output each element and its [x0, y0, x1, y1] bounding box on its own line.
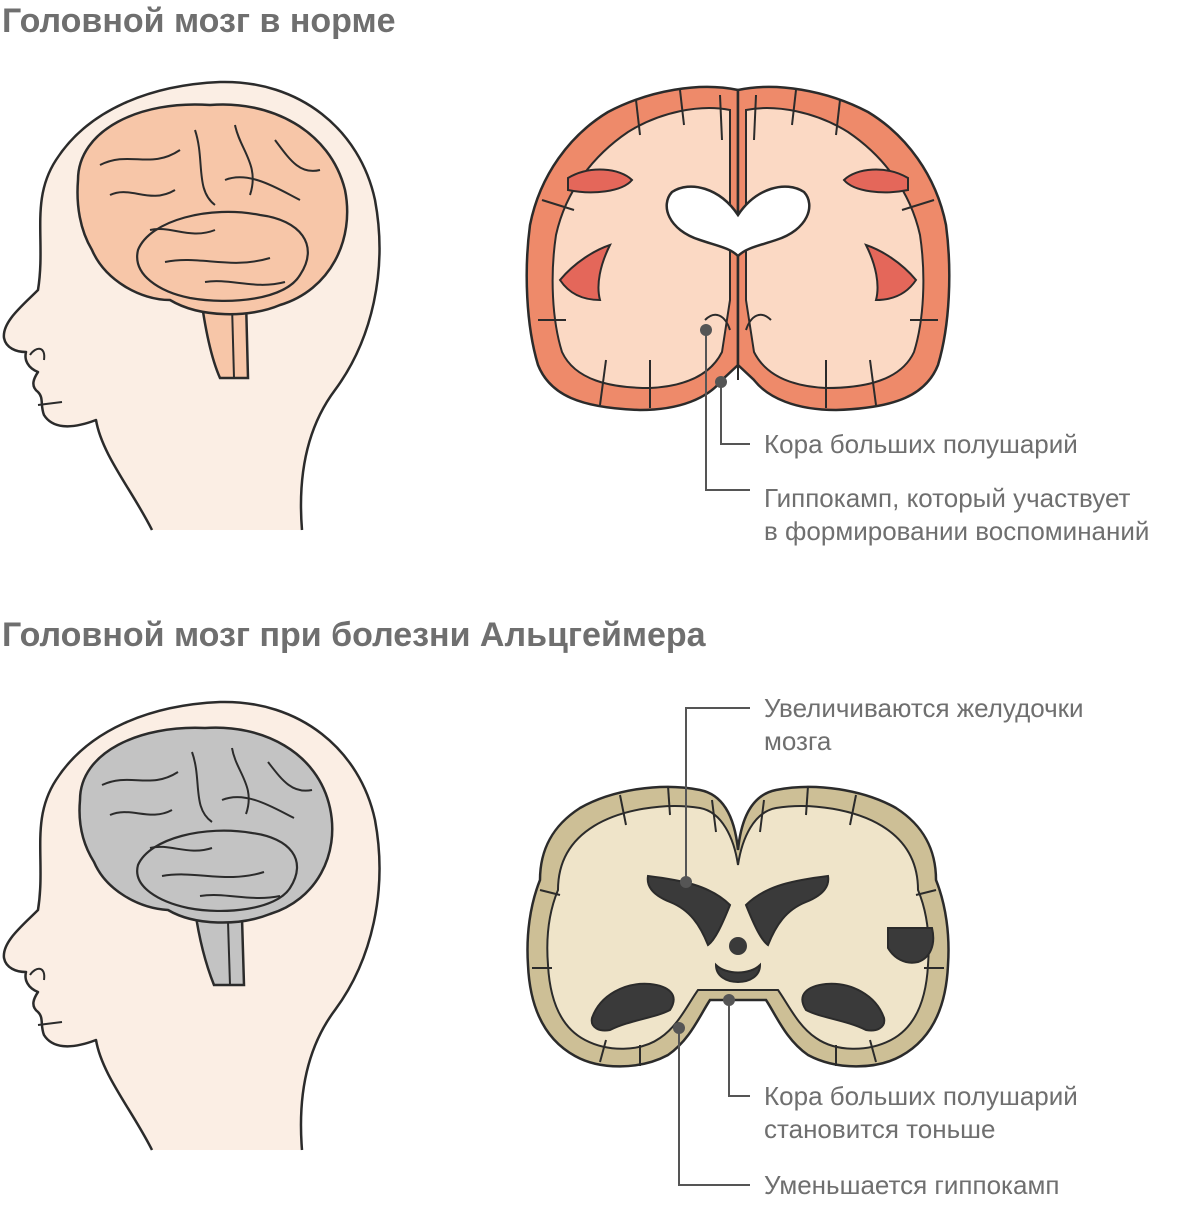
coronal-section-normal — [525, 85, 951, 491]
alz-ventricle-center-dot — [729, 937, 747, 955]
leader-alz-ventricles — [685, 707, 750, 882]
head-nostril-normal — [29, 347, 46, 361]
brain-gyri-alzheimer — [101, 747, 313, 899]
label-normal-hippocampus-line1: Гиппокамп, который участвует — [764, 483, 1131, 513]
normal-side-ventricle-left-lower — [558, 243, 612, 302]
brain-lobe-normal — [136, 210, 309, 302]
alz-ventricle-center-lower — [714, 962, 762, 984]
label-alz-cortex-line1: Кора больших полушарий — [764, 1081, 1078, 1111]
alz-ventricle-right-lower — [801, 982, 886, 1032]
label-normal-cortex: Кора больших полушарий — [764, 429, 1078, 459]
alz-ventricle-left-lower — [590, 982, 675, 1032]
head-mouth-alzheimer — [37, 1021, 63, 1026]
brain-stem-line-normal — [231, 304, 235, 379]
section-title-normal: Головной мозг в норме — [2, 2, 396, 40]
brain-lobe-alzheimer — [136, 829, 299, 913]
brain-side-normal — [76, 103, 349, 380]
alz-ventricle-left-upper — [646, 874, 732, 947]
label-alz-ventricles-line2: мозга — [764, 726, 832, 756]
label-alz-ventricles-line1: Увеличиваются желудочки — [764, 693, 1084, 723]
brain-side-alzheimer — [78, 726, 334, 987]
brain-gyri-normal — [99, 124, 321, 286]
normal-side-ventricle-right-upper — [842, 168, 909, 194]
alz-ventricle-right-upper — [744, 874, 830, 947]
head-nostril-alzheimer — [29, 967, 46, 981]
label-alz-hippocampus: Уменьшается гиппокамп — [764, 1170, 1060, 1200]
label-alz-cortex-line2: становится тоньше — [764, 1114, 996, 1144]
leader-alz-hippocampus — [678, 1028, 750, 1186]
normal-side-ventricle-right-lower — [864, 243, 918, 302]
section-title-alzheimer: Головной мозг при болезни Альцгеймера — [2, 616, 706, 654]
normal-sulci — [538, 89, 938, 408]
alz-sulci — [532, 785, 944, 1066]
leader-alz-cortex — [728, 1000, 750, 1097]
alz-ventricle-right-side — [887, 927, 935, 964]
head-mouth-normal — [37, 401, 63, 406]
leader-normal-hippocampus — [705, 330, 750, 491]
label-normal-hippocampus-line2: в формировании воспоминаний — [764, 516, 1150, 546]
normal-side-ventricle-left-upper — [567, 168, 634, 194]
brain-stem-alzheimer — [193, 908, 246, 987]
leader-normal-cortex — [720, 382, 750, 445]
brain-stem-line-alzheimer — [227, 921, 231, 986]
coronal-section-alzheimer — [526, 707, 950, 1186]
